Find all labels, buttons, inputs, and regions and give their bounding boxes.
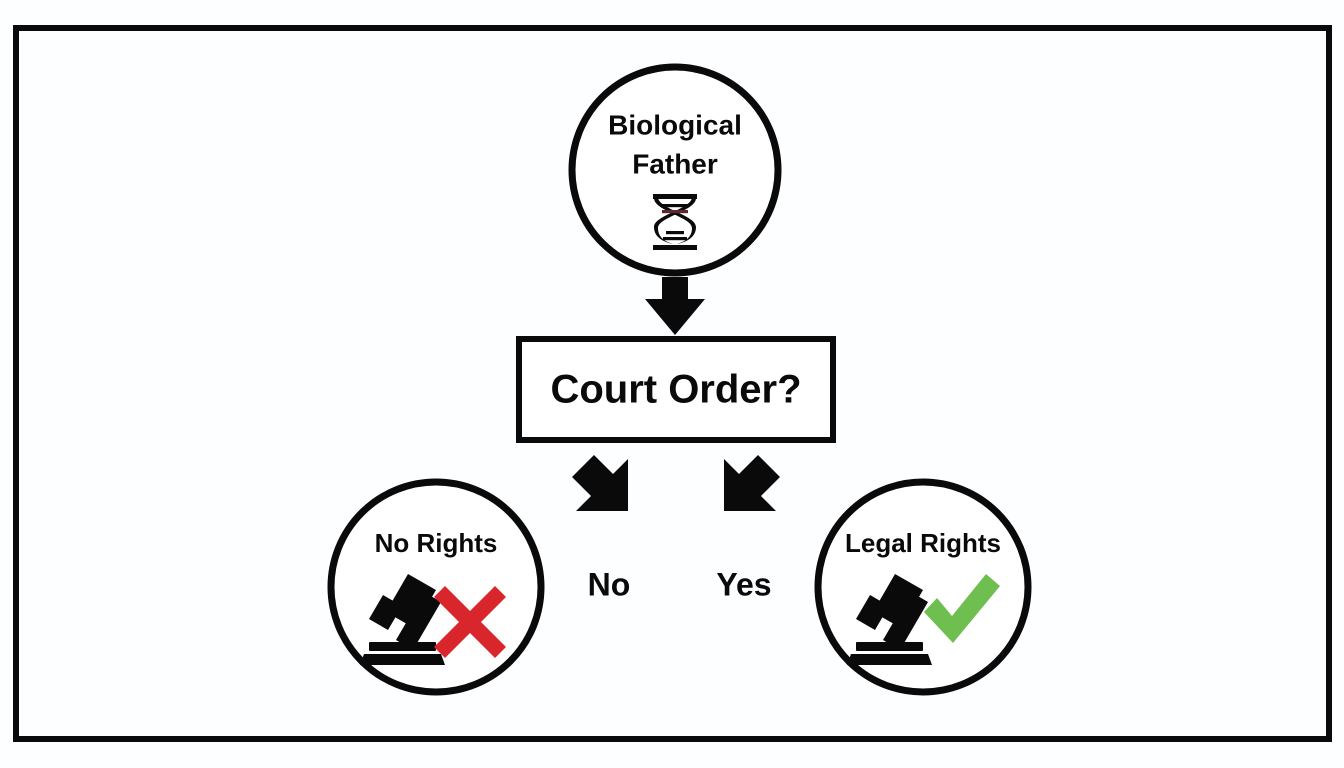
red-cross-icon (434, 586, 506, 658)
biological-father-label-line2: Father (632, 148, 718, 179)
node-no-rights[interactable]: No Rights (327, 478, 545, 696)
diagram-frame (13, 25, 1332, 742)
green-check-icon (924, 574, 1000, 643)
dna-helix-icon (653, 194, 697, 250)
node-biological-father[interactable]: Biological Father (568, 63, 782, 277)
arrow-down-icon (645, 277, 705, 335)
gavel-icon (360, 574, 445, 665)
court-order-label: Court Order? (550, 368, 801, 412)
branch-label-yes: Yes (716, 566, 771, 602)
legal-rights-circle (814, 478, 1032, 696)
node-court-order[interactable]: Court Order? (516, 336, 836, 443)
biological-father-circle (568, 63, 782, 277)
arrow-down-left-icon (572, 455, 628, 511)
node-legal-rights[interactable]: Legal Rights (814, 478, 1032, 696)
gavel-icon (847, 574, 932, 665)
biological-father-label-line1: Biological (608, 109, 742, 140)
legal-rights-label: Legal Rights (845, 528, 1001, 558)
court-order-box (516, 336, 836, 443)
arrow-down-right-icon (724, 455, 780, 511)
no-rights-label: No Rights (375, 528, 498, 558)
branch-label-no: No (588, 566, 631, 602)
